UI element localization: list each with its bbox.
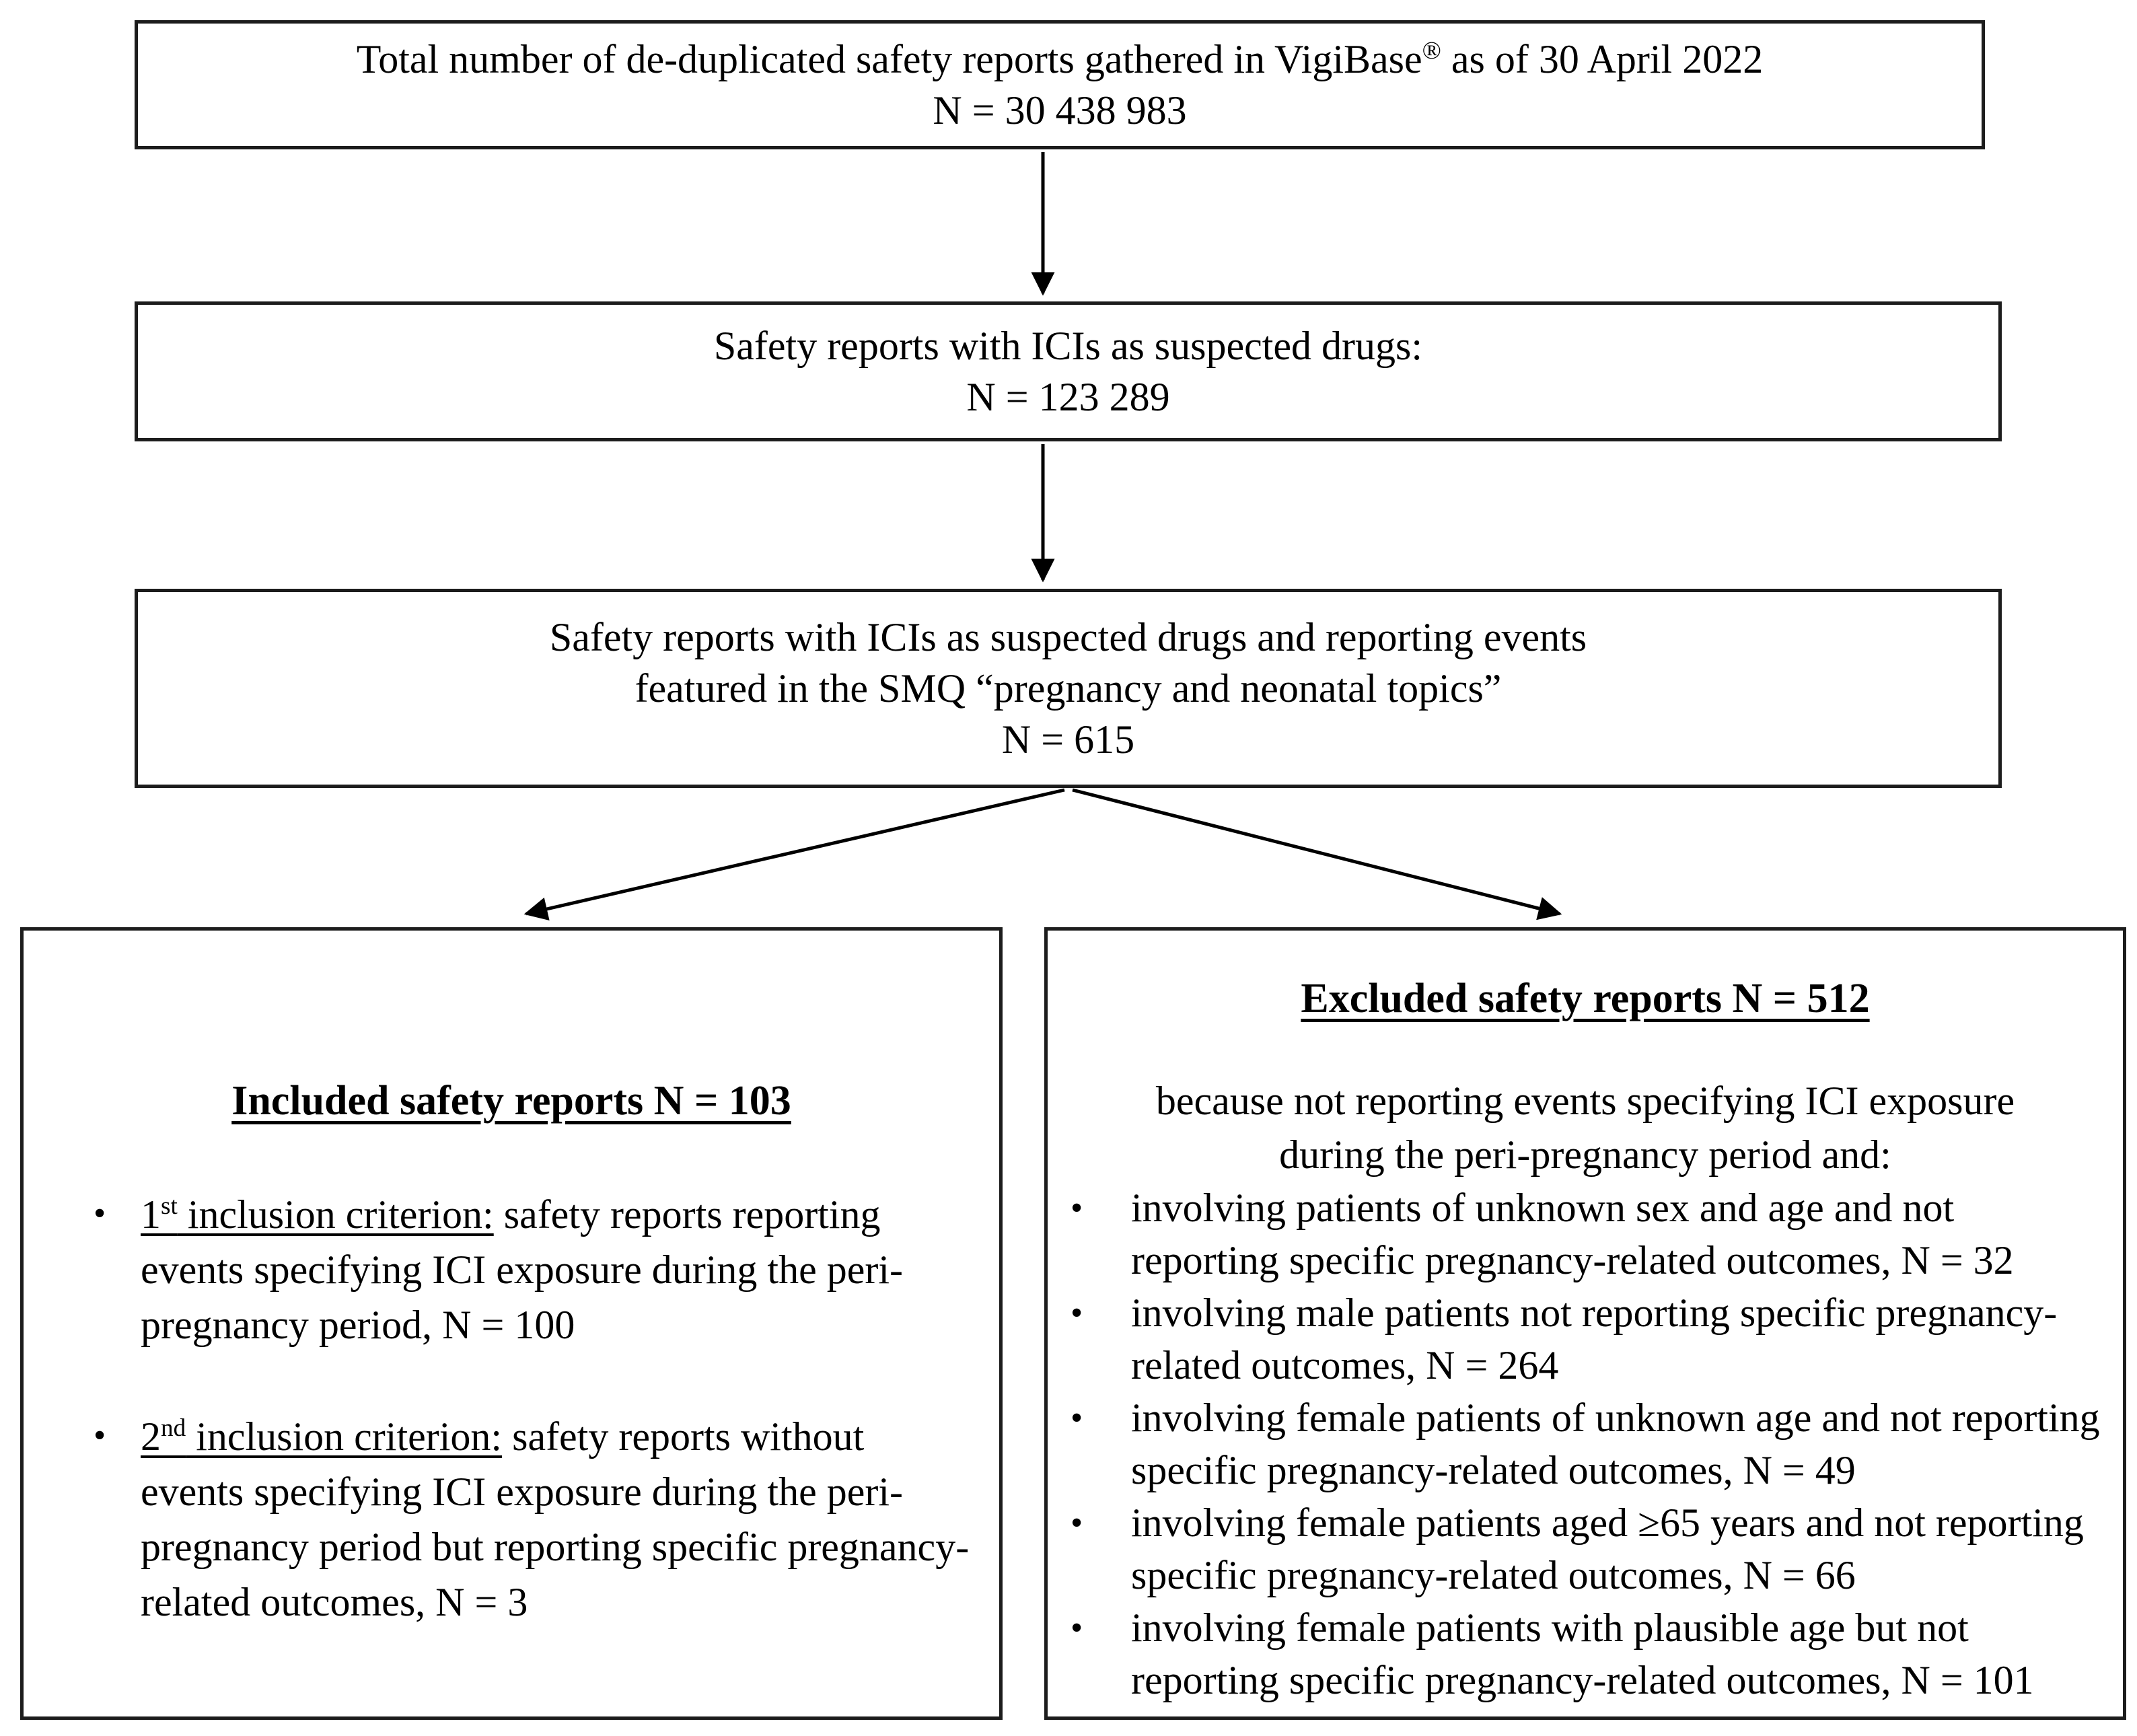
box-total-reports: Total number of de-duplicated safety rep… <box>135 20 1985 149</box>
included-heading: Included safety reports N = 103 <box>231 1078 791 1124</box>
bullet-icon: • <box>1071 1294 1083 1332</box>
registered-trademark-sup: ® <box>1422 37 1441 65</box>
ordinal-suffix-sup: st <box>161 1192 178 1220</box>
list-item: • involving female patients with plausib… <box>1060 1601 2111 1706</box>
total-reports-line1: Total number of de-duplicated safety rep… <box>357 34 1763 85</box>
total-reports-count: N = 30 438 983 <box>933 88 1187 133</box>
total-reports-date: as of 30 April 2022 <box>1441 37 1764 81</box>
inclusion-criterion-2-label: 2nd inclusion criterion: <box>141 1414 502 1459</box>
bullet-icon: • <box>1071 1399 1083 1437</box>
ordinal-suffix-sup: nd <box>161 1414 186 1442</box>
arrow-smq-to-included-icon <box>523 788 1065 920</box>
smq-reports-count: N = 615 <box>1001 717 1135 762</box>
excluded-intro-line2: during the peri-pregnancy period and: <box>1279 1132 1891 1177</box>
list-item: • 1st inclusion criterion: safety report… <box>48 1187 975 1352</box>
excluded-bullet-3: involving female patients of unknown age… <box>1131 1396 2100 1492</box>
criterion-text: safety reports reporting events specifyi… <box>141 1192 903 1347</box>
total-reports-text: Total number of de-duplicated safety rep… <box>356 37 1422 81</box>
ordinal: 2 <box>141 1414 161 1459</box>
bullet-icon: • <box>94 1416 106 1455</box>
criterion-label: inclusion criterion: <box>186 1414 503 1459</box>
box-smq-reports: Safety reports with ICIs as suspected dr… <box>135 589 2002 788</box>
list-item: • involving male patients not reporting … <box>1060 1287 2111 1391</box>
ici-reports-count: N = 123 289 <box>966 375 1170 419</box>
list-item: • 2nd inclusion criterion: safety report… <box>48 1409 975 1630</box>
included-bullet-2: 2nd inclusion criterion: safety reports … <box>134 1409 975 1630</box>
list-item: • involving patients of unknown sex and … <box>1060 1182 2111 1287</box>
criterion-text: safety reports without events specifying… <box>141 1414 970 1624</box>
bullet-icon: • <box>1071 1609 1083 1647</box>
box-ici-reports: Safety reports with ICIs as suspected dr… <box>135 301 2002 441</box>
excluded-heading: Excluded safety reports N = 512 <box>1301 976 1870 1021</box>
arrow-smq-to-excluded-icon <box>1072 788 1562 920</box>
excluded-bullet-5: involving female patients with plausible… <box>1131 1605 2034 1702</box>
bullet-icon: • <box>1071 1504 1083 1542</box>
box-included-reports: Included safety reports N = 103 • 1st in… <box>20 927 1003 1720</box>
list-item: • involving female patients aged ≥65 yea… <box>1060 1496 2111 1601</box>
excluded-intro: because not reporting events specifying … <box>1060 1074 2111 1182</box>
smq-reports-line2: featured in the SMQ “pregnancy and neona… <box>635 666 1502 711</box>
ici-reports-line1: Safety reports with ICIs as suspected dr… <box>713 324 1423 368</box>
excluded-bullet-2: involving male patients not reporting sp… <box>1131 1291 2058 1387</box>
bullet-icon: • <box>94 1194 106 1233</box>
criterion-label: inclusion criterion: <box>177 1192 494 1237</box>
list-item: • involving female patients of unknown a… <box>1060 1391 2111 1496</box>
excluded-bullet-4: involving female patients aged ≥65 years… <box>1131 1500 2084 1597</box>
inclusion-criterion-1-label: 1st inclusion criterion: <box>141 1192 494 1237</box>
smq-reports-line1: Safety reports with ICIs as suspected dr… <box>549 615 1587 659</box>
excluded-intro-line1: because not reporting events specifying … <box>1155 1079 2015 1123</box>
included-bullet-list: • 1st inclusion criterion: safety report… <box>48 1187 975 1630</box>
bullet-icon: • <box>1071 1189 1083 1227</box>
excluded-bullet-list: • involving patients of unknown sex and … <box>1060 1182 2111 1706</box>
included-bullet-1: 1st inclusion criterion: safety reports … <box>134 1187 975 1352</box>
ordinal: 1 <box>141 1192 161 1237</box>
excluded-bullet-1: involving patients of unknown sex and ag… <box>1131 1186 2014 1282</box>
box-excluded-reports: Excluded safety reports N = 512 because … <box>1044 927 2126 1720</box>
